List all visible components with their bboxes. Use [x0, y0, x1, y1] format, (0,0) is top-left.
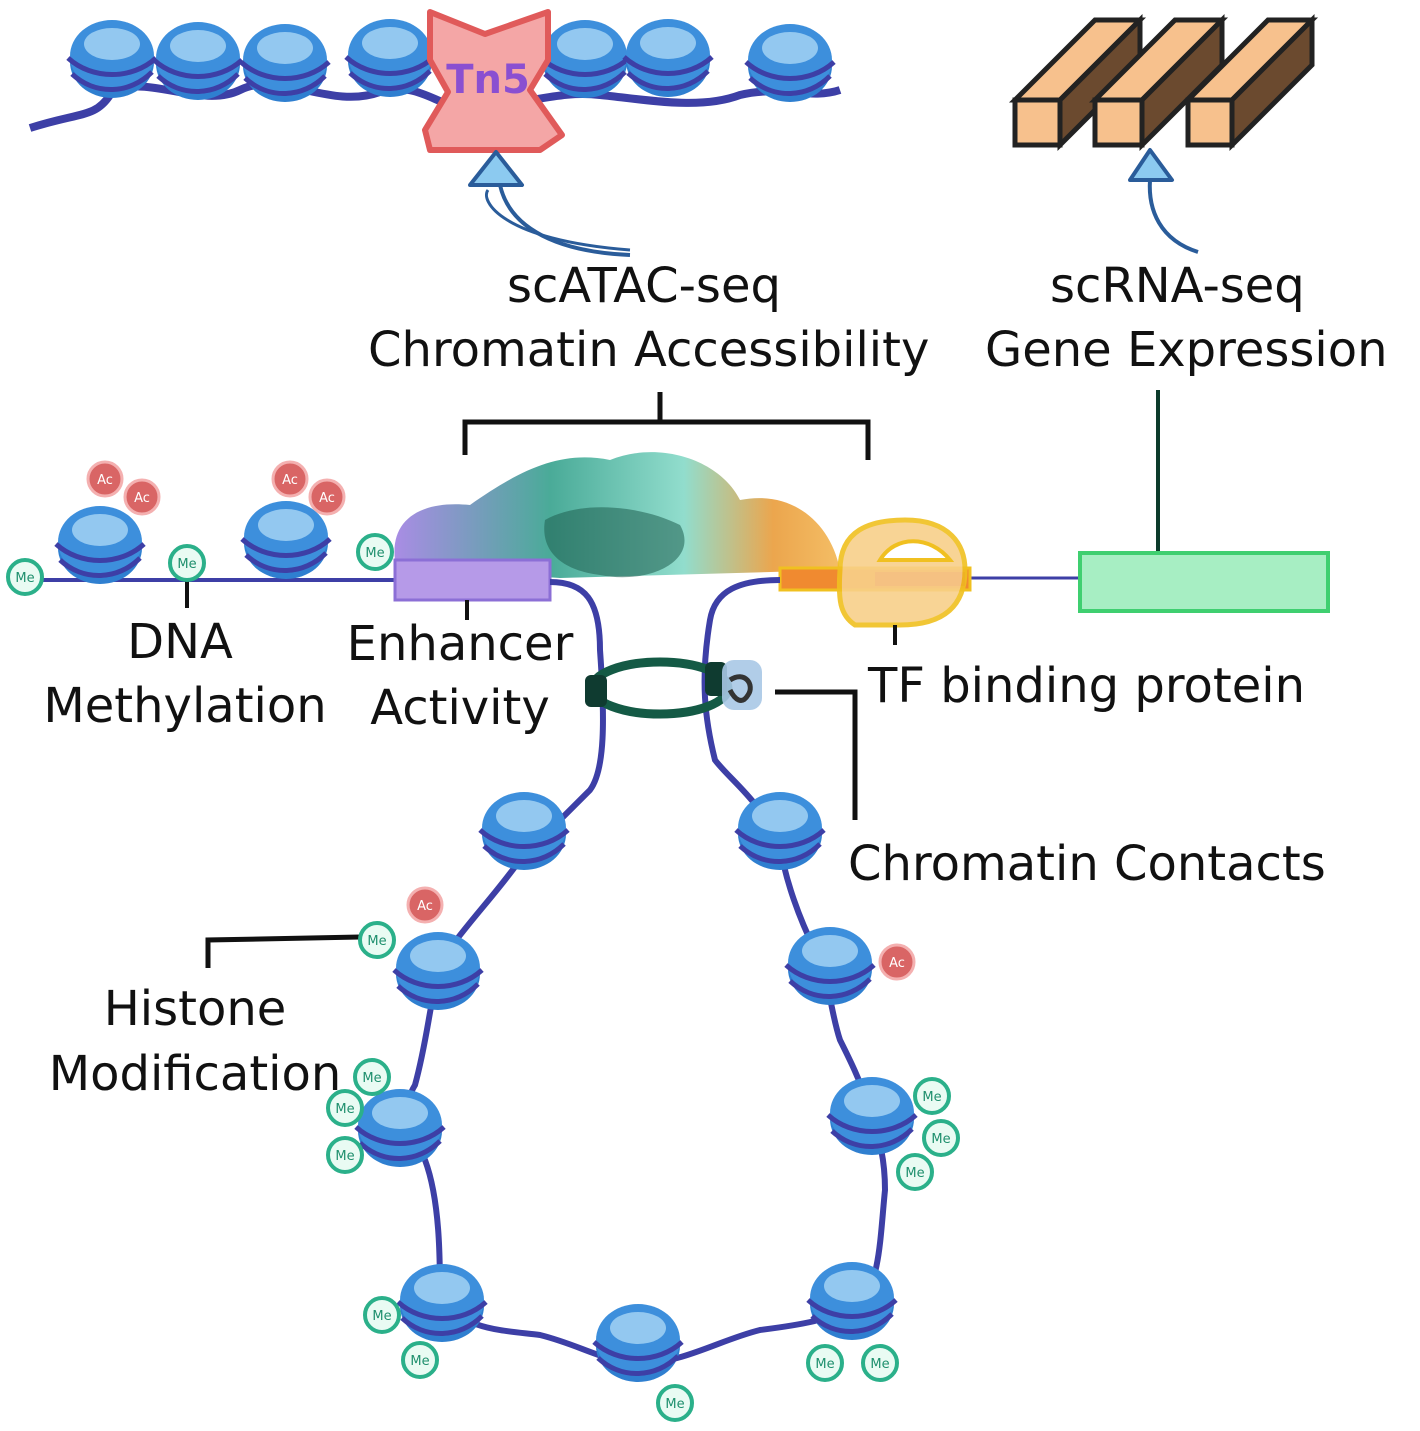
scrna-subtitle: Gene Expression: [985, 322, 1388, 378]
svg-text:Me: Me: [665, 1397, 684, 1412]
nucleosome: [736, 792, 824, 870]
svg-text:Me: Me: [931, 1132, 950, 1147]
expression-bars: [1008, 13, 1319, 152]
svg-text:Ac: Ac: [319, 491, 335, 506]
svg-text:Me: Me: [335, 1149, 354, 1164]
scrna-title: scRNA-seq: [1050, 258, 1305, 314]
histone-connector: [205, 934, 361, 968]
chromatin-contacts-label: Chromatin Contacts: [848, 836, 1326, 892]
contacts-connector: [775, 689, 858, 820]
tn5-nucleosome-array: [28, 19, 842, 132]
nucleosome: [828, 1077, 916, 1155]
svg-text:Ac: Ac: [889, 956, 905, 971]
gene-box: [1078, 551, 1330, 613]
nucleosome: [242, 501, 330, 579]
nucleosome: [356, 1089, 444, 1167]
nucleosome: [398, 1264, 486, 1342]
tf-binding-label: TF binding protein: [868, 658, 1305, 714]
nucleosome: [808, 1262, 896, 1340]
nucleosome: [480, 792, 568, 870]
scatac-subtitle: Chromatin Accessibility: [368, 322, 930, 378]
svg-text:Me: Me: [15, 571, 34, 586]
svg-text:Me: Me: [870, 1357, 889, 1372]
svg-text:Me: Me: [362, 1071, 381, 1086]
svg-text:Me: Me: [922, 1090, 941, 1105]
svg-text:Ac: Ac: [97, 473, 113, 488]
scrna-arrow: [1128, 148, 1199, 254]
nucleosome: [394, 932, 482, 1010]
svg-text:Me: Me: [815, 1357, 834, 1372]
accessible-chromatin-cloud: [394, 452, 840, 578]
svg-text:Me: Me: [365, 546, 384, 561]
svg-text:Me: Me: [367, 934, 386, 949]
histone-label-line2: Modification: [48, 1046, 342, 1102]
svg-text:Me: Me: [335, 1102, 354, 1117]
svg-text:Ac: Ac: [417, 899, 433, 914]
svg-text:Me: Me: [177, 557, 196, 572]
enhancer-box: [393, 558, 552, 602]
contact-ring: [585, 657, 762, 719]
dna-methylation-label-line1: DNA: [127, 614, 233, 670]
nucleosome: [594, 1304, 682, 1382]
nucleosome: [786, 927, 874, 1005]
enhancer-label-line2: Activity: [370, 680, 550, 736]
histone-label-line1: Histone: [103, 981, 287, 1037]
svg-text:Me: Me: [905, 1166, 924, 1181]
scatac-arrow: [468, 150, 631, 257]
dna-methylation-label-line2: Methylation: [43, 678, 327, 734]
scatac-title: scATAC-seq: [507, 258, 781, 314]
methylation-marks: Me Me Me Me Me Me Me Me Me Me Me Me Me M…: [6, 533, 960, 1422]
svg-text:Me: Me: [410, 1354, 429, 1369]
tn5-enzyme: [422, 9, 565, 153]
enhancer-label-line1: Enhancer: [346, 616, 574, 672]
nucleosome: [56, 506, 144, 584]
svg-text:Me: Me: [372, 1309, 391, 1324]
tn5-label: Tn5: [446, 57, 530, 103]
accessibility-bracket: [462, 392, 871, 460]
svg-text:Ac: Ac: [134, 491, 150, 506]
acetylation-marks: Ac Ac Ac Ac Ac Ac: [86, 460, 916, 981]
svg-text:Ac: Ac: [282, 473, 298, 488]
tf-protein: [778, 517, 972, 645]
